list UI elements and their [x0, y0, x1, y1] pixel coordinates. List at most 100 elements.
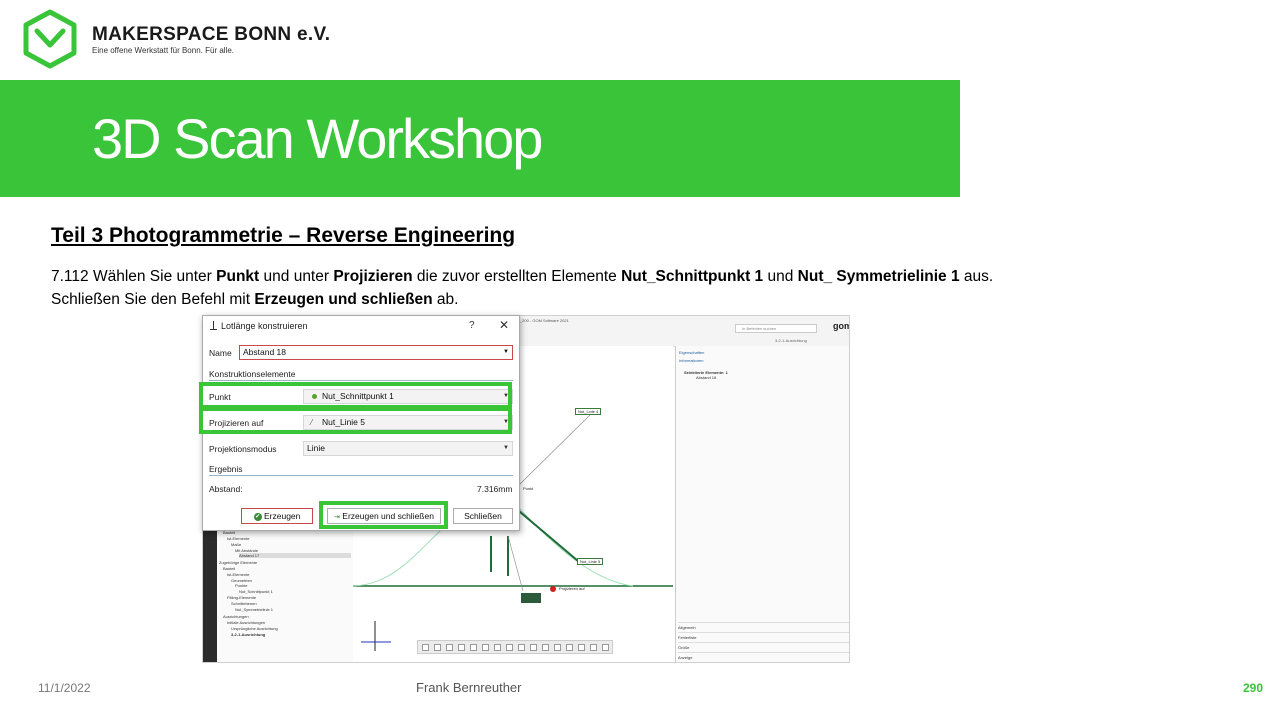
punkt-label: Punkt — [209, 392, 231, 402]
toolbar-button[interactable] — [590, 644, 597, 651]
makerspace-logo-icon — [23, 9, 77, 69]
projizieren-value: Nut_Linie 5 — [322, 417, 366, 427]
label-nut-linie-5[interactable]: Nut_Linie 5 — [577, 558, 604, 565]
close-button[interactable]: Schließen — [453, 508, 513, 524]
result-section-header: Ergebnis — [209, 464, 243, 474]
title-banner — [0, 80, 960, 197]
punkt-value: Nut_Schnittpunkt 1 — [322, 391, 394, 401]
highlight-create-close — [319, 501, 448, 529]
footer-date: 11/1/2022 — [38, 681, 91, 695]
alignment-selector[interactable]: 3-2-1-Ausrichtung — [775, 338, 807, 343]
toolbar-button[interactable] — [494, 644, 501, 651]
toolbar-button[interactable] — [506, 644, 513, 651]
brand-name: MAKERSPACE BONN e.V. — [92, 24, 331, 45]
bold-text: Nut_Schnittpunkt 1 — [621, 268, 764, 285]
instruction-line-2: Schließen Sie den Befehl mit Erzeugen un… — [51, 291, 458, 309]
toolbar-button[interactable] — [554, 644, 561, 651]
tree-item[interactable]: Ist-Elemente — [227, 572, 250, 577]
tree-item[interactable]: Ursprüngliche Ausrichtung — [231, 626, 278, 631]
tree-item[interactable]: Nut_Symmetrielinie 1 — [235, 607, 274, 612]
label-projizieren-auf[interactable]: Projizieren auf — [559, 586, 585, 591]
distance-label: Abstand: — [209, 484, 243, 494]
create-and-close-button[interactable]: ⇥ Erzeugen und schließen — [327, 508, 441, 524]
prop-row-display[interactable]: Anzeige — [678, 652, 849, 662]
exit-icon: ⇥ — [334, 514, 340, 521]
view-toolbar — [417, 640, 613, 654]
left-dark-strip — [203, 528, 217, 662]
selected-element-item[interactable]: Abstand 18 — [696, 375, 717, 380]
footer-author: Frank Bernreuther — [416, 680, 522, 695]
command-search-input[interactable]: In Befehlen suchen — [735, 324, 817, 333]
tree-item[interactable]: Ausrichtungen — [223, 614, 249, 619]
prop-row-size[interactable]: Größe — [678, 642, 849, 653]
toolbar-button[interactable] — [566, 644, 573, 651]
bold-text: Erzeugen und schließen — [254, 291, 433, 308]
tree-item[interactable]: Mit Abstände — [235, 548, 259, 553]
page-title: 3D Scan Workshop — [92, 107, 543, 170]
prop-row-errors[interactable]: Fehlerliste — [678, 632, 849, 643]
tree-item[interactable]: Fitting-Elemente — [227, 595, 257, 600]
toolbar-button[interactable] — [422, 644, 429, 651]
point-icon — [312, 394, 317, 399]
instruction-line-1: 7.112 Wählen Sie unter Punkt und unter P… — [51, 268, 993, 286]
toolbar-button[interactable] — [446, 644, 453, 651]
chevron-down-icon[interactable]: ▼ — [503, 393, 509, 399]
gom-logo: gom — [833, 321, 849, 331]
tree-item[interactable]: Initiale Ausrichtungen — [227, 620, 266, 625]
section-title: Teil 3 Photogrammetrie – Reverse Enginee… — [51, 224, 516, 247]
projection-mode-select[interactable]: Linie ▼ — [303, 441, 513, 456]
tree-item[interactable]: Geometrien — [231, 578, 252, 583]
projection-mode-value: Linie — [307, 443, 325, 453]
properties-panel: Eigenschaften Informationen Selektierte … — [675, 346, 849, 662]
tree-item[interactable]: Punkte — [235, 583, 248, 588]
tree-item[interactable]: Schnittebenen — [231, 601, 257, 606]
toolbar-button[interactable] — [518, 644, 525, 651]
tree-item[interactable]: Ist-Elemente — [227, 536, 250, 541]
construction-section-header: Konstruktionselemente — [209, 369, 296, 379]
name-value: Abstand 18 — [243, 347, 287, 357]
highlight-projizieren — [199, 407, 512, 434]
tree-item[interactable]: Nut_Schnittpunkt 1 — [239, 589, 273, 594]
chevron-down-icon[interactable]: ▼ — [503, 349, 509, 355]
tree-item[interactable]: Maße — [231, 542, 242, 547]
app-title: Ted_1_200 - GOM Software 2021 — [509, 318, 569, 323]
toolbar-button[interactable] — [542, 644, 549, 651]
create-and-close-label: Erzeugen und schließen — [342, 511, 434, 521]
toolbar-button[interactable] — [578, 644, 585, 651]
tree-item[interactable]: 3-2-1-Ausrichtung — [231, 632, 266, 637]
projection-mode-label: Projektionsmodus — [209, 444, 277, 454]
prop-row-general[interactable]: Allgemein — [678, 622, 849, 633]
toolbar-button[interactable] — [482, 644, 489, 651]
projizieren-select[interactable]: ⁄ Nut_Linie 5 ▼ — [303, 415, 513, 430]
toolbar-button[interactable] — [434, 644, 441, 651]
toolbar-button[interactable] — [602, 644, 609, 651]
close-icon[interactable]: ✕ — [499, 318, 510, 332]
tree-item[interactable]: Zugehörige Elemente — [219, 560, 258, 565]
chevron-down-icon[interactable]: ▼ — [503, 445, 509, 451]
tab-information[interactable]: Informationen — [679, 358, 704, 363]
toolbar-button[interactable] — [470, 644, 477, 651]
projizieren-label: Projizieren auf — [209, 418, 264, 428]
create-button[interactable]: ✔ Erzeugen — [241, 508, 313, 524]
tab-properties[interactable]: Eigenschaften — [679, 350, 705, 355]
toolbar-button[interactable] — [530, 644, 537, 651]
text: und — [763, 268, 798, 285]
selected-elements-header[interactable]: Selektierte Elemente: 1 — [684, 370, 728, 375]
text: und unter — [259, 268, 334, 285]
punkt-select[interactable]: Nut_Schnittpunkt 1 ▼ — [303, 389, 513, 404]
line-icon: ⁄ — [311, 418, 313, 427]
tree-item[interactable]: Bauteil — [223, 530, 236, 535]
toolbar-button[interactable] — [458, 644, 465, 651]
label-punkt[interactable]: Punkt — [523, 486, 534, 491]
tree-item-selected[interactable]: Abstand 17 — [239, 553, 351, 558]
bold-text: Projizieren — [333, 268, 413, 285]
label-nut-linie-4[interactable]: Nut_Linie 4 — [575, 408, 602, 415]
name-input[interactable]: Abstand 18 ▼ — [239, 345, 513, 360]
chevron-down-icon[interactable]: ▼ — [503, 419, 509, 425]
construct-distance-dialog: Lotlänge konstruieren ? ✕ Name Abstand 1… — [202, 315, 520, 531]
help-button[interactable]: ? — [469, 320, 475, 331]
text: aus. — [959, 268, 994, 285]
tree-item[interactable]: Bauteil — [223, 566, 236, 571]
text: die zuvor erstellten Elemente — [412, 268, 622, 285]
divider — [209, 475, 513, 476]
